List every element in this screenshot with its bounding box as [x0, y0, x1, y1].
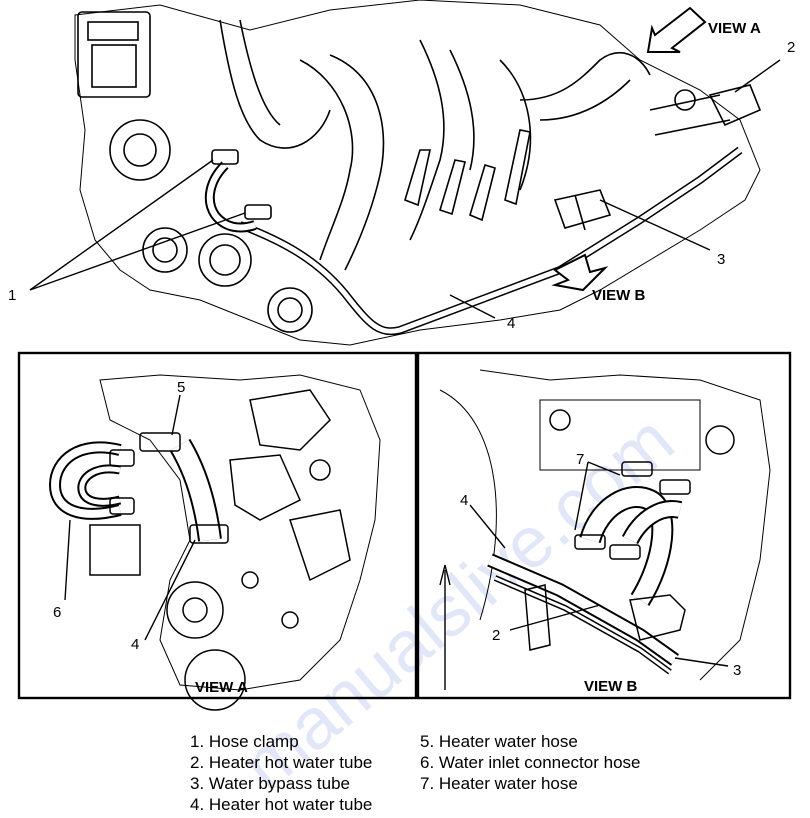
top-callout-3: 3 — [717, 251, 725, 268]
panel-b-callout-4: 4 — [460, 492, 468, 509]
legend-item-5: 5. Heater water hose — [420, 732, 578, 751]
panel-a-callout-4: 4 — [131, 636, 139, 653]
legend-item-2: 2. Heater hot water tube — [190, 753, 373, 772]
panel-b-callout-2: 2 — [492, 627, 500, 644]
top-callout-4: 4 — [507, 315, 515, 332]
panel-a-frame — [17, 351, 418, 700]
panel-a-drawing — [48, 374, 381, 711]
legend-item-6: 6. Water inlet connector hose — [420, 753, 641, 772]
panel-a-callout-5: 5 — [177, 379, 185, 396]
panel-b-title: VIEW B — [584, 678, 638, 695]
top-view-b-label: VIEW B — [592, 287, 646, 304]
top-leader-lines — [29, 59, 781, 319]
panel-b-drawing — [439, 369, 771, 690]
panel-a-callout-6: 6 — [53, 604, 61, 621]
panel-b-frame — [416, 351, 792, 700]
panel-a-leaders — [64, 394, 196, 641]
legend-item-3: 3. Water bypass tube — [190, 774, 351, 793]
panel-b-leaders — [469, 461, 729, 667]
legend-item-1: 1. Hose clamp — [190, 732, 299, 751]
panel-a-title: VIEW A — [195, 679, 248, 696]
legend-item-7: 7. Heater water hose — [420, 774, 578, 793]
legend-right: 5. Heater water hose 6. Water inlet conn… — [420, 731, 641, 794]
top-callout-1: 1 — [8, 287, 16, 304]
engine-top-view — [74, 0, 762, 346]
legend-item-4: 4. Heater hot water tube — [190, 795, 373, 814]
panel-b-callout-7: 7 — [576, 451, 584, 468]
top-view-a-label: VIEW A — [708, 20, 761, 37]
panel-b-callout-3: 3 — [733, 662, 741, 679]
legend-left: 1. Hose clamp 2. Heater hot water tube 3… — [190, 731, 372, 815]
top-callout-2: 2 — [787, 39, 795, 56]
